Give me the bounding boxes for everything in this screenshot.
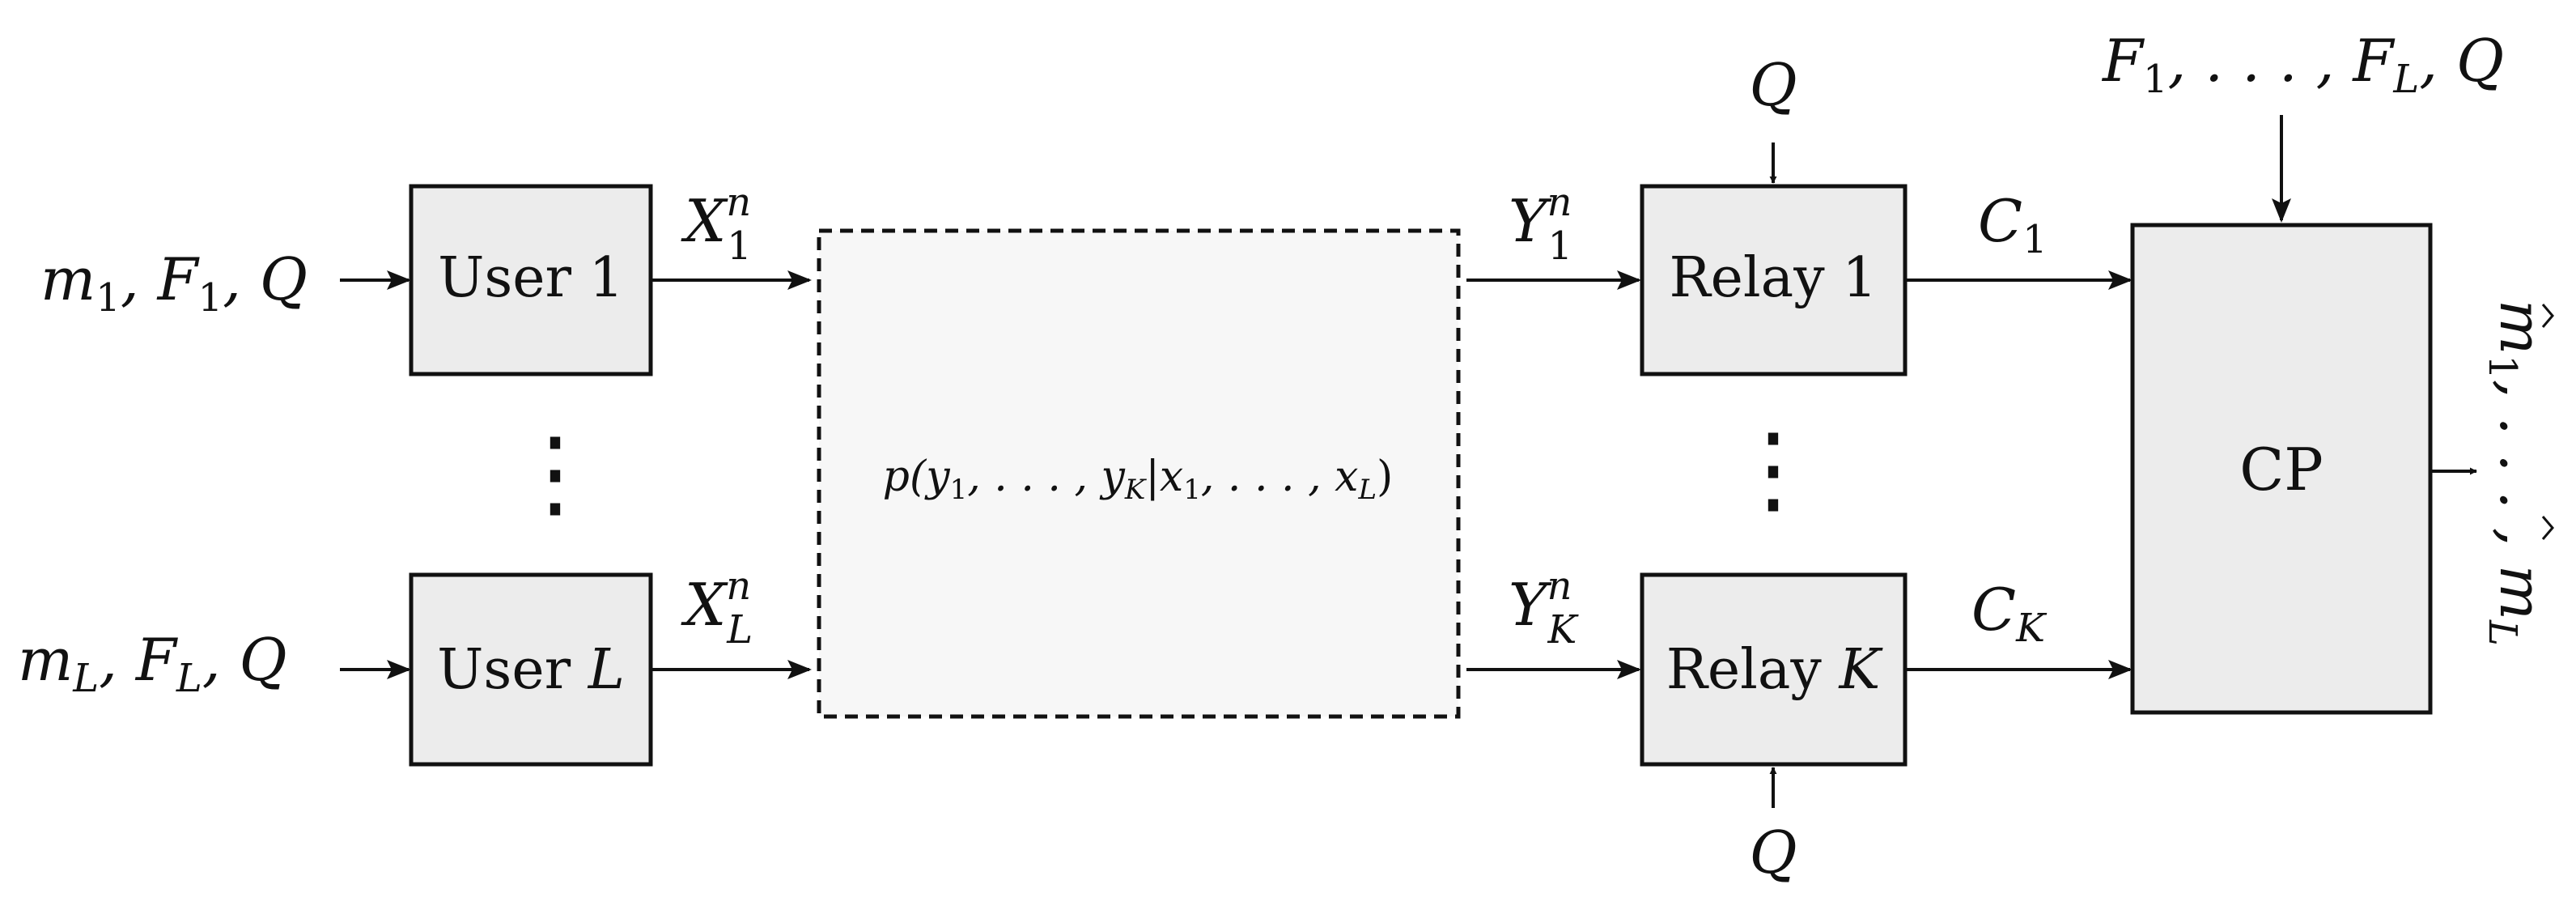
- user-L-label: User L: [437, 638, 625, 702]
- label-c1: C1: [1978, 187, 2048, 262]
- relay-K-label: Relay K: [1666, 638, 1884, 702]
- label-cK: CK: [1971, 576, 2048, 651]
- channel-label: p(y1, . . . , yK|x1, . . . , xL): [883, 453, 1394, 506]
- user-L-box: [409, 572, 653, 767]
- cp-side-input-label: F1, . . . , FL, Q: [2101, 27, 2504, 102]
- cp-box: [2130, 223, 2433, 715]
- channel-box: [817, 228, 1461, 719]
- svg-text:m1, . . . , mL: m1, . . . , mL: [2480, 300, 2555, 646]
- user-1-box: [409, 184, 653, 376]
- relays-vertical-dots: ⋮: [1725, 413, 1822, 525]
- cp-label: CP: [2239, 436, 2323, 504]
- input-label-userL: mL, FL, Q: [18, 626, 287, 701]
- input-label-user1: m1, F1, Q: [40, 245, 308, 321]
- user-1-label: User 1: [438, 246, 624, 310]
- q-bottom-label: Q: [1749, 819, 1797, 887]
- relay-1-label: Relay 1: [1669, 246, 1877, 310]
- q-top-label: Q: [1749, 51, 1797, 119]
- relay-K-box: [1640, 572, 1908, 767]
- relay-1-box: [1640, 184, 1908, 376]
- cp-output-label: m1, . . . , mL: [2480, 300, 2555, 646]
- users-vertical-dots: ⋮: [507, 417, 604, 529]
